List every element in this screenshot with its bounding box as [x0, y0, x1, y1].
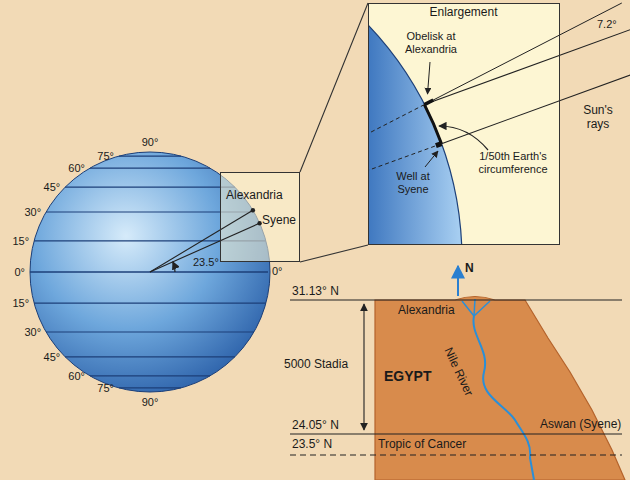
well-symbol [436, 144, 442, 146]
alexandria-dot [251, 208, 255, 212]
zoom-region [221, 173, 299, 261]
distance-arrow [363, 304, 364, 430]
label: 60° [68, 162, 85, 175]
curved-arrow [439, 126, 488, 150]
label: 15° [12, 297, 29, 310]
node-label: 1/50th Earth's circumference [468, 150, 558, 175]
north-arrow [457, 266, 459, 296]
illustration-part [119, 387, 181, 388]
label: N [465, 262, 474, 276]
alexandria-ray [150, 210, 253, 272]
tropic-line [290, 454, 622, 455]
label: 23.5° N [292, 438, 332, 452]
node-label: Syene [262, 214, 296, 228]
illustration-part [34, 303, 266, 304]
label: EGYPT [384, 368, 431, 384]
illustration-part [462, 301, 474, 316]
label: Alexandria [398, 304, 455, 318]
illustration-part [368, 25, 462, 245]
label: 90° [142, 136, 159, 149]
sun-ray [442, 72, 630, 144]
label: 23.5° [193, 256, 219, 269]
label: 30° [24, 206, 41, 219]
label: 5000 Stadia [284, 358, 348, 372]
label: Aswan (Syene) [540, 418, 621, 432]
latitude-line [290, 299, 622, 300]
illustration-part [474, 301, 490, 316]
nile-delta [462, 299, 490, 316]
label: 45° [44, 351, 61, 364]
alexandria-radius [368, 105, 424, 134]
node-label: Well at Syene [385, 170, 441, 195]
label: 75° [97, 382, 114, 395]
node-label: Enlargement [369, 6, 558, 20]
illustration-part [474, 299, 475, 316]
label: Tropic of Cancer [378, 438, 466, 452]
egypt-region [375, 297, 625, 480]
earth-outline [368, 25, 462, 245]
label: 0° [14, 266, 25, 279]
label: 60° [68, 370, 85, 383]
leader-line [425, 151, 438, 167]
node-label: Obelisk at Alexandria [395, 30, 467, 55]
angle-arc [173, 262, 175, 272]
label: 0° [272, 265, 283, 278]
illustration-part [65, 187, 235, 188]
equator [30, 271, 268, 272]
zoom-box: AlexandriaSyene [220, 172, 300, 262]
syene-radius [368, 144, 442, 171]
label: 75° [97, 150, 114, 163]
label: 90° [142, 396, 159, 409]
syene-dot [257, 221, 261, 225]
enlargement-ground [368, 3, 560, 245]
syene-ray [150, 223, 260, 272]
label: 30° [24, 326, 41, 339]
label: 15° [12, 235, 29, 248]
leader-line [428, 62, 431, 94]
label: Sun's rays [572, 104, 624, 132]
label: 45° [44, 181, 61, 194]
illustration-part [90, 375, 210, 376]
label: 31.13° N [292, 285, 339, 299]
enlargement-box: EnlargementObelisk at AlexandriaWell at … [368, 3, 560, 245]
illustration-part [119, 156, 181, 157]
latitude-line [290, 433, 622, 434]
label: 24.05° N [292, 419, 339, 433]
illustration-part [65, 356, 235, 357]
illustration-part [46, 331, 254, 332]
illustration-part [90, 168, 210, 169]
arc-segment [424, 105, 441, 144]
label: 7.2° [597, 18, 617, 31]
earth-surface [368, 25, 462, 245]
node-label: Alexandria [226, 189, 283, 203]
zoom-connector [300, 3, 368, 262]
obelisk-symbol [424, 100, 433, 105]
